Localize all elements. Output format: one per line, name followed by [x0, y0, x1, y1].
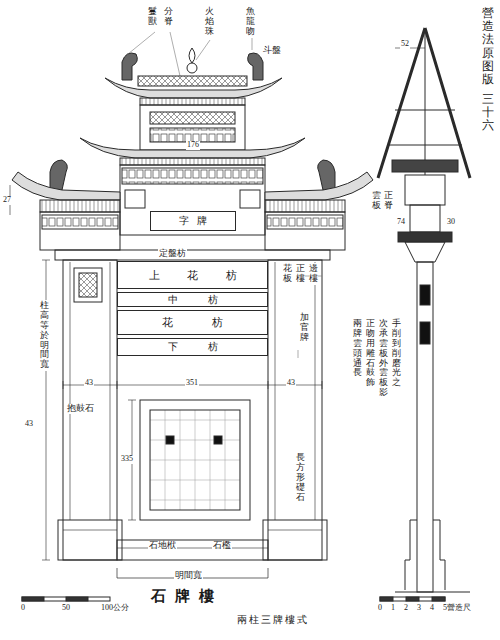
part-label: 石檻	[212, 541, 232, 551]
part-label: 手削到削磨光之	[392, 318, 401, 389]
top-roof	[105, 78, 282, 98]
member-name: 花枋	[162, 317, 261, 328]
part-label: 兩牌雲頭通長	[353, 318, 362, 379]
part-label: 鬘獸	[148, 6, 157, 28]
part-label: 定盤枋	[158, 249, 187, 259]
drawing-caption: 兩柱三牌樓式	[236, 614, 310, 625]
part-label: 100公分	[100, 604, 130, 613]
member-name: 上花枋	[149, 270, 265, 281]
dimension-number: 3	[416, 604, 422, 613]
side-roof-frame	[378, 28, 470, 178]
part-label: 5營造尺	[442, 604, 472, 613]
part-label: 分脊	[164, 6, 173, 28]
part-label: 魚龍吻	[246, 6, 255, 38]
part-label: 正脊	[384, 190, 393, 212]
dimension-number: 27	[2, 196, 12, 205]
beam-band: 字牌	[150, 211, 236, 231]
part-label: 斗盤	[262, 46, 282, 56]
part-label: 加官牌	[300, 312, 309, 344]
part-label: 次承雲板外雲板影	[379, 318, 388, 399]
dimension-number: 74	[396, 218, 406, 227]
dimension-number: 176	[186, 141, 200, 150]
part-label: 營造法原图版	[482, 6, 494, 87]
dimension-number: 43	[84, 379, 94, 388]
stone-slab	[140, 400, 250, 520]
part-label: 明間寬	[174, 571, 203, 581]
part-label: 邊樓	[309, 263, 318, 285]
dimension-number: 50	[61, 604, 71, 613]
dimension-number: 52	[400, 40, 410, 49]
part-label: 抱鼓石	[66, 404, 95, 414]
dimension-number: 30	[446, 218, 456, 227]
side-ornament	[50, 160, 67, 190]
side-roof	[265, 172, 373, 200]
part-label: 三十六	[482, 92, 494, 134]
dimension-number: 0	[20, 604, 26, 613]
drawing-title: 石牌樓	[150, 588, 224, 605]
beam-band: 中枋	[117, 292, 268, 307]
ridge-ornament	[122, 53, 137, 80]
member-name: 下枋	[168, 342, 248, 352]
side-roof	[12, 172, 120, 200]
dimension-number: 43	[24, 420, 34, 429]
dimension-number: 351	[185, 379, 199, 388]
part-label: 火焰珠	[205, 6, 214, 38]
stone-column	[63, 260, 117, 560]
middle-roof	[80, 138, 305, 158]
side-column	[417, 262, 433, 592]
part-label: 長方形礎石	[296, 452, 305, 503]
part-label: 石地栿	[148, 541, 177, 551]
dimension-number: 4	[429, 604, 435, 613]
member-name: 中枋	[168, 295, 248, 305]
part-label: 花板	[283, 263, 292, 285]
part-label: 雲板	[372, 190, 381, 212]
dimension-number: 0	[377, 604, 383, 613]
dimension-number: 335	[120, 455, 134, 464]
beam-band: 上花枋	[117, 261, 268, 289]
dimension-number: 1	[390, 604, 396, 613]
stone-column	[268, 260, 322, 560]
flame-pearl	[187, 63, 197, 73]
part-label: 柱高等於明間寬	[40, 300, 49, 371]
dimension-number: 2	[403, 604, 409, 613]
beam-band: 花枋	[117, 310, 268, 335]
ridge-ornament	[248, 53, 263, 80]
part-label: 正吻用雕石鼓飾	[366, 318, 375, 389]
member-name: 字牌	[179, 216, 215, 226]
part-label: 正樓	[296, 263, 305, 285]
dimension-number: 43	[286, 379, 296, 388]
beam-band: 下枋	[117, 338, 268, 356]
side-ornament	[318, 160, 335, 190]
